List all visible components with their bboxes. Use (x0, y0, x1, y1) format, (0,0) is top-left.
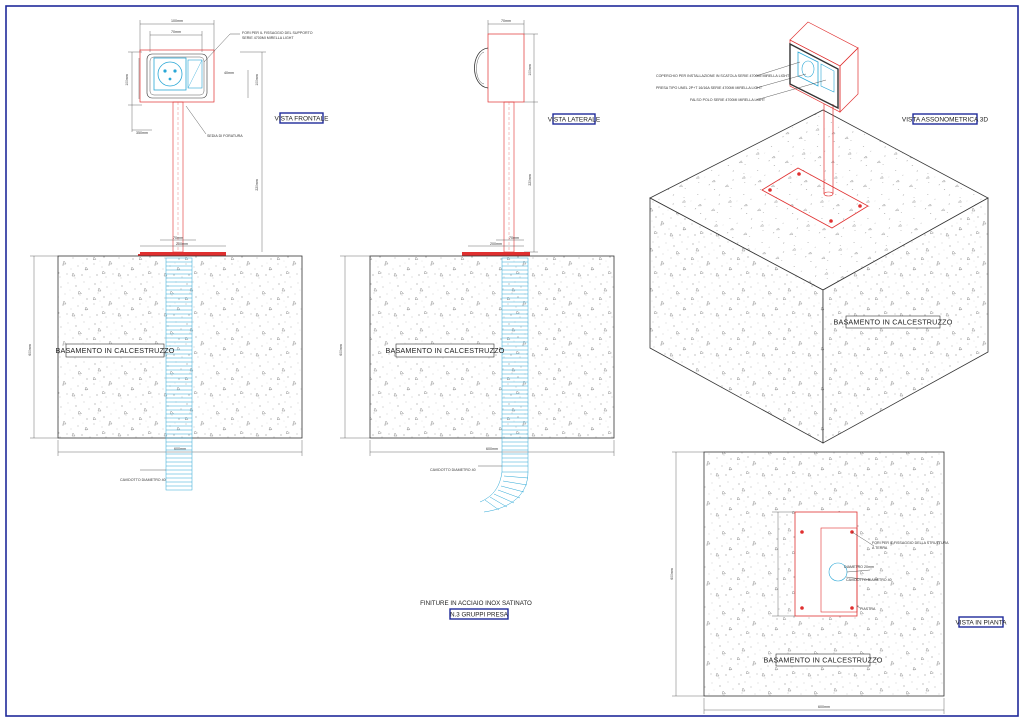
label-box-side (552, 113, 596, 125)
side-view: 70mm 100mm 220mm 70mm 200mm 600mm 600mm (339, 19, 615, 513)
front-annot-fori: FORI PER IL FISSAGGIO DEL SUPPORTO (242, 31, 313, 35)
dim-side-base-w: 600mm (486, 447, 498, 451)
view-label-axon: VISTA ASSONOMETRICA 3D (902, 117, 989, 124)
front-view: 100mm 70mm 100mm 100mm 40mm 220mm 350mm … (28, 19, 330, 491)
dim-front-base-w: 600mm (174, 447, 186, 451)
plan-annot-fori-2: A TERRA (872, 546, 888, 550)
front-base-label: BASAMENTO IN CALCESTRUZZO (55, 346, 174, 355)
plan-base-label: BASAMENTO IN CALCESTRUZZO (763, 656, 882, 665)
plan-plate (794, 511, 858, 617)
dim-front-plate2: 200mm (176, 242, 188, 246)
axon-annot-falso-polo: FALSO POLO SERIE 4700MI MIRELLA LIGHT (690, 98, 766, 102)
dim-plan-h: 600mm (670, 568, 674, 579)
axonometric-view: COPERCHIO PER INSTALLAZIONE IN SCATOLA S… (649, 21, 989, 444)
dim-side-base-h: 600mm (339, 344, 343, 355)
plan-annot-fori-1: FORI PER IL FISSAGGIO DELLA STRUTTURA (872, 541, 949, 545)
plan-annot-cav: CAVIDOTTO DIAMETRO 40 (846, 578, 892, 582)
note-groups: N.3 GRUPPI PRESA (450, 612, 509, 619)
note-groups-box (449, 608, 509, 620)
plan-view: 600mm 600mm FORI PER IL FISSAGGIO DELLA … (670, 451, 1007, 714)
dim-front-height: 220mm (255, 179, 259, 190)
sheet-border (5, 5, 1019, 717)
dim-side-h: 220mm (528, 174, 532, 185)
socket-icon (157, 61, 183, 87)
dim-front-mid: 70mm (171, 30, 181, 34)
dim-front-left: 100mm (125, 74, 129, 85)
side-annot-cavidotto: CAVIDOTTO DIAMETRO 40 (430, 468, 476, 472)
dim-side-r: 100mm (528, 64, 532, 75)
view-label-plan: VISTA IN PIANTA (955, 620, 1007, 627)
dim-plan-w: 600mm (818, 705, 830, 709)
dim-front-inner: 40mm (224, 71, 234, 75)
axon-annot-presa: PRESA TIPO UNEL 2P+T 16/16A SERIE 4700MI… (656, 86, 763, 90)
dim-front-right: 100mm (255, 74, 259, 85)
front-annot-sedia: SEDIA DI FORATURA (207, 134, 243, 138)
label-box-front (279, 112, 324, 124)
view-label-side: VISTA LATERALE (548, 117, 601, 124)
front-annot-cavidotto: CAVIDOTTO DIAMETRO 40 (120, 478, 166, 482)
plan-annot-diam: DIAMETRO 20mm (844, 565, 874, 569)
side-base-label: BASAMENTO IN CALCESTRUZZO (385, 346, 504, 355)
note-finish: FINITURE IN ACCIAIO INOX SATINATO (420, 600, 532, 607)
dim-front-plate1: 70mm (173, 236, 183, 240)
label-box-plan (958, 616, 1004, 628)
dim-front-pole: 350mm (136, 131, 148, 135)
dim-front-top: 100mm (171, 19, 183, 23)
notes: FINITURE IN ACCIAIO INOX SATINATO N.3 GR… (420, 600, 532, 620)
dim-side-plate1: 70mm (509, 236, 519, 240)
dim-side-plate2: 200mm (490, 242, 502, 246)
view-label-front: VISTA FRONTALE (275, 116, 330, 123)
dim-side-top: 70mm (501, 19, 511, 23)
dim-front-base-h: 600mm (28, 344, 32, 355)
axon-annot-coperchio: COPERCHIO PER INSTALLAZIONE IN SCATOLA S… (656, 74, 790, 78)
axon-base-label: BASAMENTO IN CALCESTRUZZO (833, 318, 952, 327)
label-box-axon (912, 113, 978, 125)
front-annot-serie: SERIE 4700MI MIRELLA LIGHT (242, 36, 294, 40)
plan-annot-piastra: PIASTRA (860, 607, 876, 611)
